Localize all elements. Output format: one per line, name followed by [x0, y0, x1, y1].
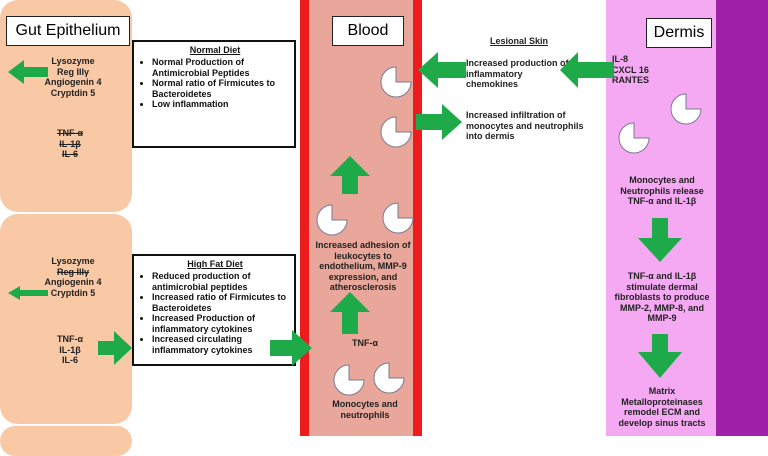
dermis-release-text: Monocytes and Neutrophils release TNF-α … — [620, 175, 704, 206]
dermis-chemokine-list: IL-8 CXCL 16 RANTES — [612, 54, 649, 86]
high-fat-diet-title: High Fat Diet — [187, 259, 243, 269]
normal-diet-box: Normal Diet Normal Production of Antimic… — [132, 40, 296, 148]
peptide-lysozyme: Lysozyme — [51, 56, 95, 66]
gut-bottom-cytokines: TNF-α IL-1β IL-6 — [28, 334, 112, 366]
dermis-title: Dermis — [646, 18, 712, 48]
peptide-reg3g: Reg IIIγ — [56, 66, 89, 77]
high-fat-diet-item: Increased circulating inflammatory cytok… — [152, 334, 290, 355]
normal-diet-item: Normal ratio of Firmicutes to Bacteroide… — [152, 78, 290, 99]
lesional-infiltration-text: Increased infiltration of monocytes and … — [466, 110, 584, 141]
arrow-right-icon — [98, 331, 132, 365]
dermis-remodel-text: Matrix Metalloproteinases remodel ECM an… — [618, 386, 706, 428]
cytokine-tnf: TNF-α — [56, 334, 84, 344]
normal-diet-item: Low inflammation — [152, 99, 290, 110]
cytokine-il1b: IL-1β — [59, 344, 81, 355]
arrow-left-icon — [560, 52, 614, 88]
lesional-skin-title: Lesional Skin — [490, 36, 549, 46]
gut-top-peptides: Lysozyme Reg IIIγ Angiogenin 4 Cryptdin … — [28, 56, 118, 98]
cytokine-il6: IL-6 — [61, 149, 78, 159]
cytokine-il1b: IL-1β — [59, 138, 81, 149]
cell-icon — [618, 122, 650, 154]
arrow-down-icon — [638, 218, 682, 262]
cell-icon — [380, 116, 412, 148]
cell-icon — [380, 66, 412, 98]
chemokine-cxcl16: CXCL 16 — [612, 64, 649, 75]
cell-icon — [333, 364, 365, 396]
normal-diet-title: Normal Diet — [189, 45, 241, 55]
arrow-right-icon — [416, 104, 462, 140]
arrow-left-icon — [8, 60, 48, 84]
chemokine-il8: IL-8 — [612, 54, 629, 64]
cell-icon — [670, 93, 702, 125]
arrow-left-icon — [418, 52, 466, 88]
high-fat-diet-box: High Fat Diet Reduced production of anti… — [132, 254, 296, 366]
peptide-cryptdin: Cryptdin 5 — [50, 87, 96, 98]
high-fat-diet-item: Increased ratio of Firmicutes to Bactero… — [152, 292, 290, 313]
peptide-lysozyme: Lysozyme — [51, 256, 95, 266]
peptide-reg3g: Reg IIIγ — [56, 266, 89, 277]
dermis-strip — [716, 0, 768, 436]
gut-epithelium-title: Gut Epithelium — [6, 16, 130, 46]
arrow-up-icon — [330, 156, 370, 194]
gut-top-cytokines: TNF-α IL-1β IL-6 — [28, 128, 112, 160]
diagram-overlay — [8, 52, 702, 396]
dermis-stimulate-text: TNF-α and IL-1β stimulate dermal fibrobl… — [614, 271, 710, 323]
blood-adhesion-text: Increased adhesion of leukocytes to endo… — [315, 240, 411, 292]
cytokine-tnf: TNF-α — [56, 128, 84, 138]
peptide-angiogenin: Angiogenin 4 — [44, 77, 102, 87]
arrow-left-icon — [8, 286, 48, 300]
high-fat-diet-item: Reduced production of antimicrobial pept… — [152, 271, 290, 292]
chemokine-rantes: RANTES — [612, 75, 650, 85]
arrow-down-icon — [638, 334, 682, 378]
arrow-up-icon — [330, 292, 370, 334]
high-fat-diet-item: Increased Production of inflammatory cyt… — [152, 313, 290, 334]
cell-icon — [382, 202, 414, 234]
blood-tnf-label: TNF-α — [351, 338, 379, 348]
lesional-chemokines-text: Increased production of inflammatory che… — [466, 58, 569, 89]
cell-icon — [373, 362, 405, 394]
gut-bottom-peptides: Lysozyme Reg IIIγ Angiogenin 4 Cryptdin … — [28, 256, 118, 298]
arrow-right-icon — [270, 330, 312, 366]
peptide-cryptdin: Cryptdin 5 — [50, 287, 96, 298]
gut-cell-bottom — [0, 214, 132, 424]
blood-title: Blood — [332, 16, 404, 46]
blood-cells-label: Monocytes and neutrophils — [332, 399, 398, 420]
normal-diet-item: Normal Production of Antimicrobial Pepti… — [152, 57, 290, 78]
cell-icon — [316, 204, 348, 236]
peptide-angiogenin: Angiogenin 4 — [44, 277, 102, 287]
cytokine-il6: IL-6 — [61, 355, 78, 365]
